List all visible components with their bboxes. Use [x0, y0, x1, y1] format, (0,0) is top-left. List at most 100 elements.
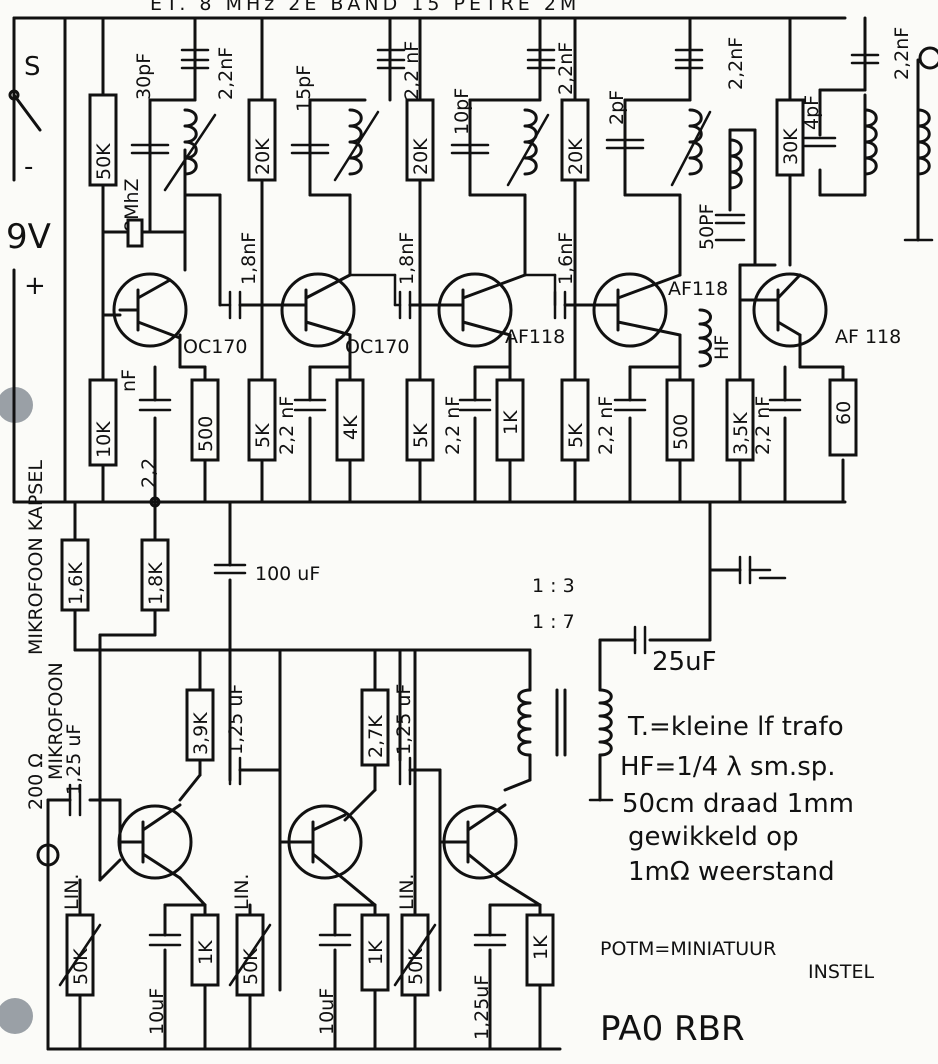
output-connector: [918, 46, 938, 70]
coil-output: [863, 108, 878, 176]
resistor-500-b-label: 500: [670, 414, 692, 450]
cap-30pf-label: 30pF: [133, 53, 155, 100]
cap-em3-label: 2,2 nF: [442, 396, 464, 455]
note-line-5: 1mΩ weerstand: [628, 857, 835, 887]
resistor-5k-b: [405, 378, 435, 462]
hf-choke-label: HF: [711, 335, 733, 360]
coil-osc: [183, 108, 198, 176]
resistor-20k-b-label: 20K: [410, 138, 432, 175]
cap-1-25uf-a-label: 1,25 uF: [225, 684, 247, 755]
power-switch: [8, 89, 42, 182]
cap-1-6nf-label: 1,6nF: [555, 232, 577, 285]
cap-15pf-label: 15pF: [293, 65, 315, 112]
transistor-q4-label: AF118: [668, 278, 728, 300]
cap-2-2nf-a-label: 2,2nF: [215, 47, 237, 100]
transistor-q3-label: AF118: [505, 326, 565, 348]
coil-stage2: [348, 108, 363, 176]
potentiometer-c-label: 50K: [405, 948, 427, 985]
stage-output: [783, 16, 920, 504]
resistor-20k-b: [405, 98, 435, 182]
note-potm-2: INSTEL: [808, 961, 874, 983]
coil-stage3: [523, 108, 538, 176]
resistor-1-6k: [60, 538, 90, 612]
resistor-20k-c: [560, 98, 590, 182]
minus-label: -: [24, 152, 33, 182]
potentiometer-a-label: 50K: [70, 948, 92, 985]
cap-10uf-b-label: 10uF: [316, 988, 338, 1035]
transistor-q3: [437, 272, 513, 348]
resistor-20k-c-label: 20K: [565, 138, 587, 175]
cap-2-2nf-e-label: 2,2nF: [891, 27, 913, 80]
binder-hole-bottom: [0, 998, 33, 1034]
cap-em1-unit: nF: [118, 369, 140, 392]
mic-label-3: MIKROFOON: [45, 662, 67, 780]
resistor-3-5k: [725, 378, 755, 462]
stage-oscillator: [63, 16, 222, 504]
resistor-1k-d-label: 1K: [530, 935, 552, 960]
resistor-1k-b: [190, 913, 220, 987]
resistor-1k-b-label: 1K: [195, 940, 217, 965]
resistor-50k: [88, 93, 118, 187]
voltage-label: 9V: [6, 217, 51, 257]
resistor-500-a-label: 500: [195, 416, 217, 452]
resistor-30k: [775, 98, 805, 177]
note-line-4: gewikkeld op: [628, 822, 799, 852]
coil-link: [728, 138, 743, 190]
resistor-60-label: 60: [833, 401, 855, 425]
cap-1-25uf-b-label: 1,25 uF: [393, 684, 415, 755]
cap-10pf-label: 10pF: [451, 88, 473, 135]
transistor-q2: [280, 272, 356, 348]
cap-2-2nf-b-label: 2,2 nF: [401, 41, 423, 100]
transistor-q5: [752, 272, 828, 348]
note-line-2: HF=1/4 λ sm.sp.: [620, 752, 836, 782]
mic-label-1: MIKROFOON KAPSEL: [25, 460, 47, 655]
ground-symbols: [180, 48, 934, 802]
resistor-1-8k: [140, 538, 170, 612]
transistor-q1-label: OC170: [183, 336, 248, 358]
cap-50pf-label: 50PF: [696, 203, 718, 250]
coil-stage4: [688, 108, 703, 176]
transformer-primary: [517, 688, 532, 757]
resistor-5k-a-label: 5K: [252, 423, 274, 448]
cap-1-8nf-b-label: 1,8nF: [396, 232, 418, 285]
resistor-1-8k-label: 1,8K: [145, 562, 167, 605]
mic-jack: [36, 843, 60, 867]
resistor-20k-a: [247, 98, 277, 182]
cap-2pf-label: 2pF: [606, 90, 628, 125]
resistor-5k-a: [247, 378, 277, 462]
resistor-10k: [88, 378, 118, 467]
cap-1-25uf-e-label: 1,25uF: [471, 975, 493, 1040]
resistor-3-9k: [185, 688, 215, 762]
cap-2-2nf-d-label: 2,2nF: [725, 37, 747, 90]
pot-b-lin-label: LIN.: [231, 874, 253, 910]
pot-a-lin-label: LIN.: [61, 874, 83, 910]
resistor-2-7k-label: 2,7K: [365, 715, 387, 758]
mic-label-2: 200 Ω: [25, 753, 47, 810]
transistor-q2-label: OC170: [345, 336, 410, 358]
resistor-10k-label: 10K: [93, 421, 115, 458]
pot-c-lin-label: LIN.: [396, 874, 418, 910]
stage-buffer-2: [408, 16, 577, 504]
cap-4pf-label: 4pF: [801, 95, 823, 130]
cap-em1-value: 2,2: [138, 458, 160, 488]
resistor-3-5k-label: 3,5K: [730, 412, 752, 455]
plus-label: +: [24, 271, 46, 301]
binder-hole-top: [0, 387, 33, 423]
resistor-5k-b-label: 5K: [410, 423, 432, 448]
audio-wiring: [46, 500, 742, 1051]
cap-em5-label: 2,2 nF: [752, 396, 774, 455]
resistor-5k-c-label: 5K: [565, 423, 587, 448]
transistor-q4: [592, 272, 668, 348]
resistor-50k-label: 50K: [93, 143, 115, 180]
hf-choke: [698, 308, 712, 368]
switch-label: S: [24, 52, 41, 82]
header-text: ET. 8 MHz 2E BAND 15 PETRE 2M: [150, 0, 580, 15]
resistor-500-b: [665, 378, 695, 462]
cap-100uf-label: 100 uF: [255, 563, 320, 585]
resistor-20k-a-label: 20K: [252, 138, 274, 175]
note-line-3: 50cm draad 1mm: [622, 789, 854, 819]
resistor-1k-c: [360, 913, 390, 992]
resistor-60: [828, 378, 858, 457]
